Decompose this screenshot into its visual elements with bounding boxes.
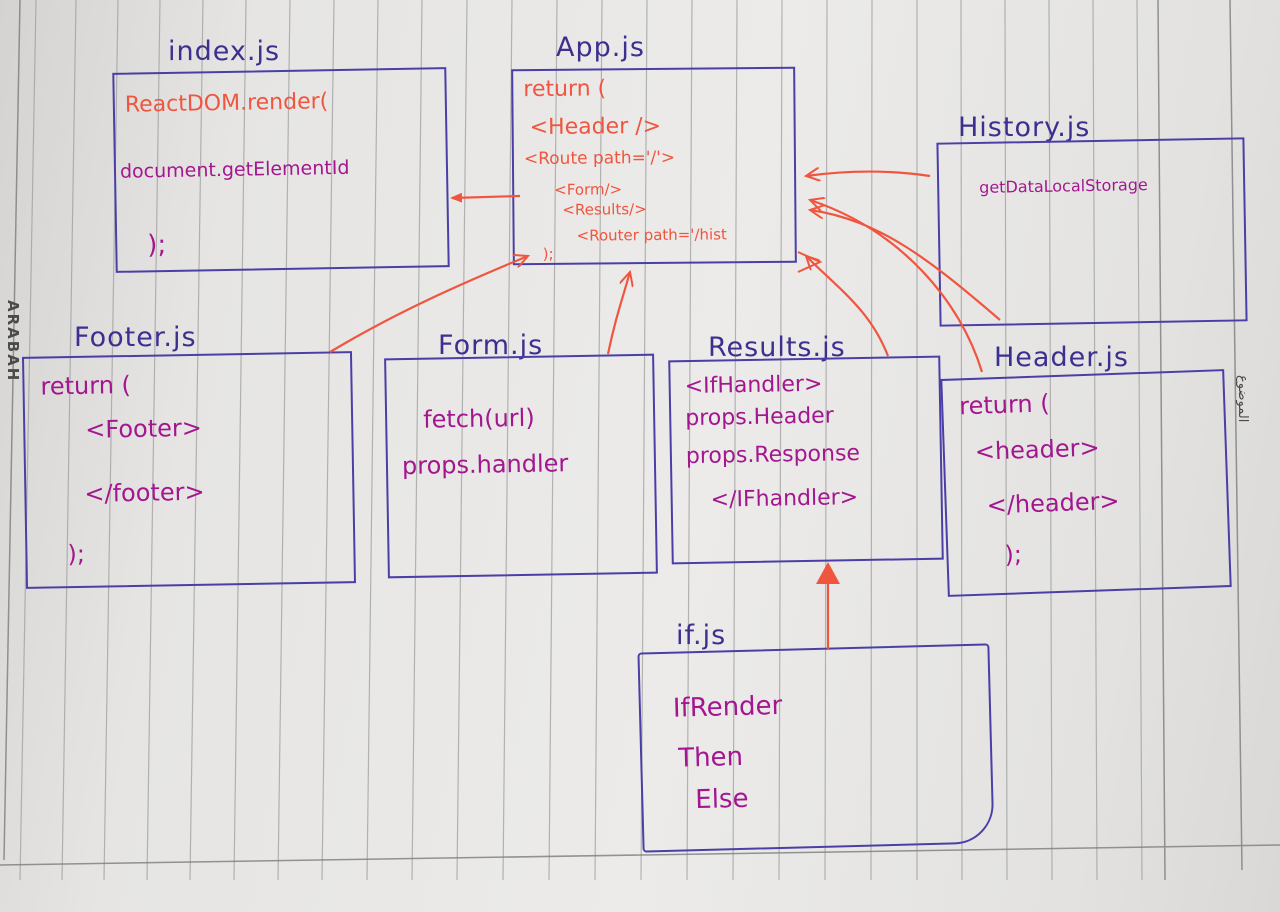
side-label: الموضوع [1235, 375, 1250, 423]
form-js-box: fetch(url) props.handler [384, 353, 658, 579]
results-line: </IFhandler> [710, 485, 859, 513]
header-line: <header> [974, 433, 1101, 466]
footer-line: return ( [40, 371, 132, 401]
if-js-box: IfRender Then Else [637, 643, 995, 853]
index-js-box: ReactDOM.render( document.getElementId )… [112, 67, 450, 273]
footer-line: </footer> [84, 477, 205, 508]
margin-label: ARABAH [4, 300, 22, 383]
index-line: document.getElementId [119, 156, 350, 183]
footer-js-box: return ( <Footer> </footer> ); [22, 351, 356, 589]
app-line: <Results/> [562, 200, 647, 219]
footer-line: <Footer> [85, 413, 203, 444]
results-line: props.Response [685, 441, 861, 470]
form-line: props.handler [401, 449, 569, 481]
if-line: IfRender [672, 690, 783, 724]
header-line: </header> [986, 486, 1120, 520]
app-line: <Form/> [554, 180, 623, 199]
app-line: <Header /> [529, 113, 662, 141]
if-line: Then [677, 741, 744, 774]
index-js-title: index.js [168, 36, 281, 67]
history-line: getDataLocalStorage [979, 175, 1148, 197]
app-line: <Route path='/'> [523, 147, 676, 170]
form-line: fetch(url) [422, 403, 535, 434]
index-line: ReactDOM.render( [124, 89, 329, 118]
app-line: return ( [523, 76, 607, 103]
index-line: ); [147, 230, 167, 261]
footer-js-title: Footer.js [74, 322, 197, 353]
results-line: <IfHandler> [684, 371, 823, 400]
app-js-title: App.js [556, 32, 645, 63]
app-line: <Router path='/hist [576, 225, 727, 245]
history-js-box: getDataLocalStorage [936, 137, 1248, 327]
header-line: ); [1003, 540, 1023, 569]
app-js-box: return ( <Header /> <Route path='/'> <Fo… [511, 66, 797, 266]
header-js-box: return ( <header> </header> ); [940, 369, 1232, 597]
if-line: Else [694, 783, 749, 816]
app-line: ); [542, 244, 554, 263]
header-line: return ( [958, 389, 1051, 421]
results-line: props.Header [685, 403, 834, 432]
history-js-title: History.js [958, 112, 1091, 143]
if-js-title: if.js [676, 620, 727, 651]
results-js-box: <IfHandler> props.Header props.Response … [668, 355, 944, 565]
footer-line: ); [67, 539, 86, 569]
header-js-title: Header.js [994, 342, 1129, 373]
